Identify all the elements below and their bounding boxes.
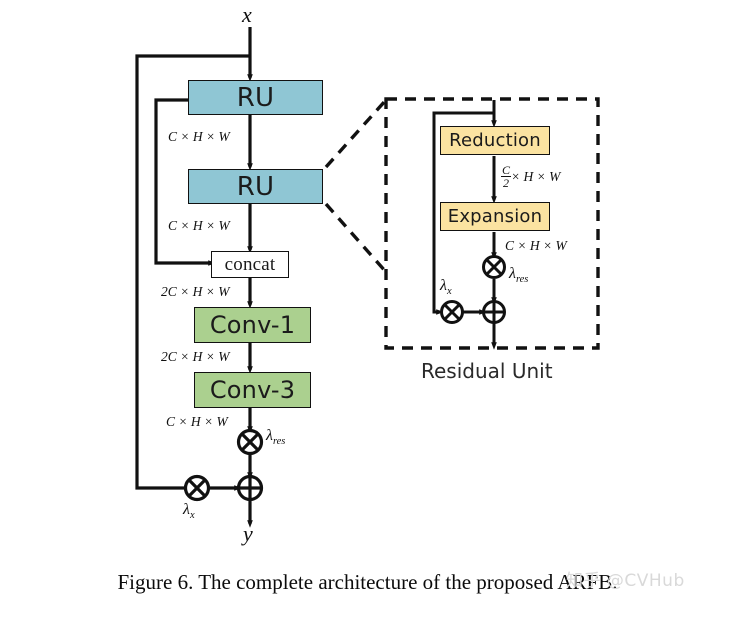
block-ru-1-label: RU <box>236 82 275 113</box>
lambda-res-subscript-main: res <box>272 436 286 448</box>
skip-outer-identity <box>135 54 250 491</box>
callout-line-bottom <box>324 202 388 274</box>
operator-nodes-panel <box>440 255 506 324</box>
operator-nodes-main <box>183 428 264 502</box>
shape-after-reduction-denominator: 2 <box>501 176 512 189</box>
shape-after-reduction: C 2 × H × W <box>501 163 561 190</box>
watermark: 知乎 @CVHub <box>566 571 685 591</box>
block-concat[interactable]: concat <box>211 251 289 278</box>
block-ru-1[interactable]: RU <box>188 80 323 115</box>
shape-after-reduction-suffix: × H × W <box>511 168 561 184</box>
block-ru-2[interactable]: RU <box>188 169 323 204</box>
shape-after-ru1: C × H × W <box>168 129 230 144</box>
block-expansion-label: Expansion <box>447 205 543 227</box>
callout-line-top <box>324 98 388 169</box>
lambda-x-label-main: λx <box>183 502 195 522</box>
lambda-res-label-panel: λres <box>509 266 528 286</box>
shape-after-concat: 2C × H × W <box>161 284 230 299</box>
lambda-x-symbol-main: λ <box>183 501 190 518</box>
figure-caption: Figure 6. The complete architecture of t… <box>117 570 618 594</box>
residual-unit-panel-title: Residual Unit <box>421 359 553 383</box>
shape-after-reduction-numerator: C <box>502 163 511 177</box>
lambda-x-symbol-panel: λ <box>440 277 447 294</box>
panel-skip-identity <box>432 111 494 315</box>
lambda-x-subscript-main: x <box>189 510 195 522</box>
block-conv-3-label: Conv-3 <box>209 376 296 404</box>
block-ru-2-label: RU <box>236 171 275 202</box>
shape-after-ru2: C × H × W <box>168 218 230 233</box>
block-expansion[interactable]: Expansion <box>440 202 550 231</box>
shape-after-conv3: C × H × W <box>166 414 228 429</box>
residual-unit-panel-border <box>384 97 600 350</box>
lambda-res-subscript-panel: res <box>515 274 529 286</box>
lambda-res-symbol-main: λ <box>266 427 273 444</box>
skip-inner-to-concat <box>154 98 216 266</box>
shape-after-expansion: C × H × W <box>505 238 567 253</box>
block-conv-3[interactable]: Conv-3 <box>194 372 311 408</box>
block-conv-1[interactable]: Conv-1 <box>194 307 311 343</box>
input-label: x <box>242 2 252 27</box>
lambda-res-symbol-panel: λ <box>509 265 516 282</box>
block-reduction[interactable]: Reduction <box>440 126 550 155</box>
output-label: y <box>243 521 253 546</box>
callout-dashed-connectors <box>324 98 388 274</box>
diagram-connectors <box>135 27 600 528</box>
lambda-x-label-panel: λx <box>440 278 452 298</box>
lambda-res-label-main: λres <box>266 428 285 448</box>
block-reduction-label: Reduction <box>449 129 541 151</box>
block-concat-label: concat <box>224 254 276 275</box>
lambda-x-subscript-panel: x <box>446 286 452 298</box>
shape-after-conv1: 2C × H × W <box>161 349 230 364</box>
arfb-architecture-diagram: RU RU concat Conv-1 Conv-3 x y C × H × W… <box>135 2 600 546</box>
block-conv-1-label: Conv-1 <box>209 311 296 339</box>
shape-after-reduction-fraction: C 2 <box>501 163 512 189</box>
